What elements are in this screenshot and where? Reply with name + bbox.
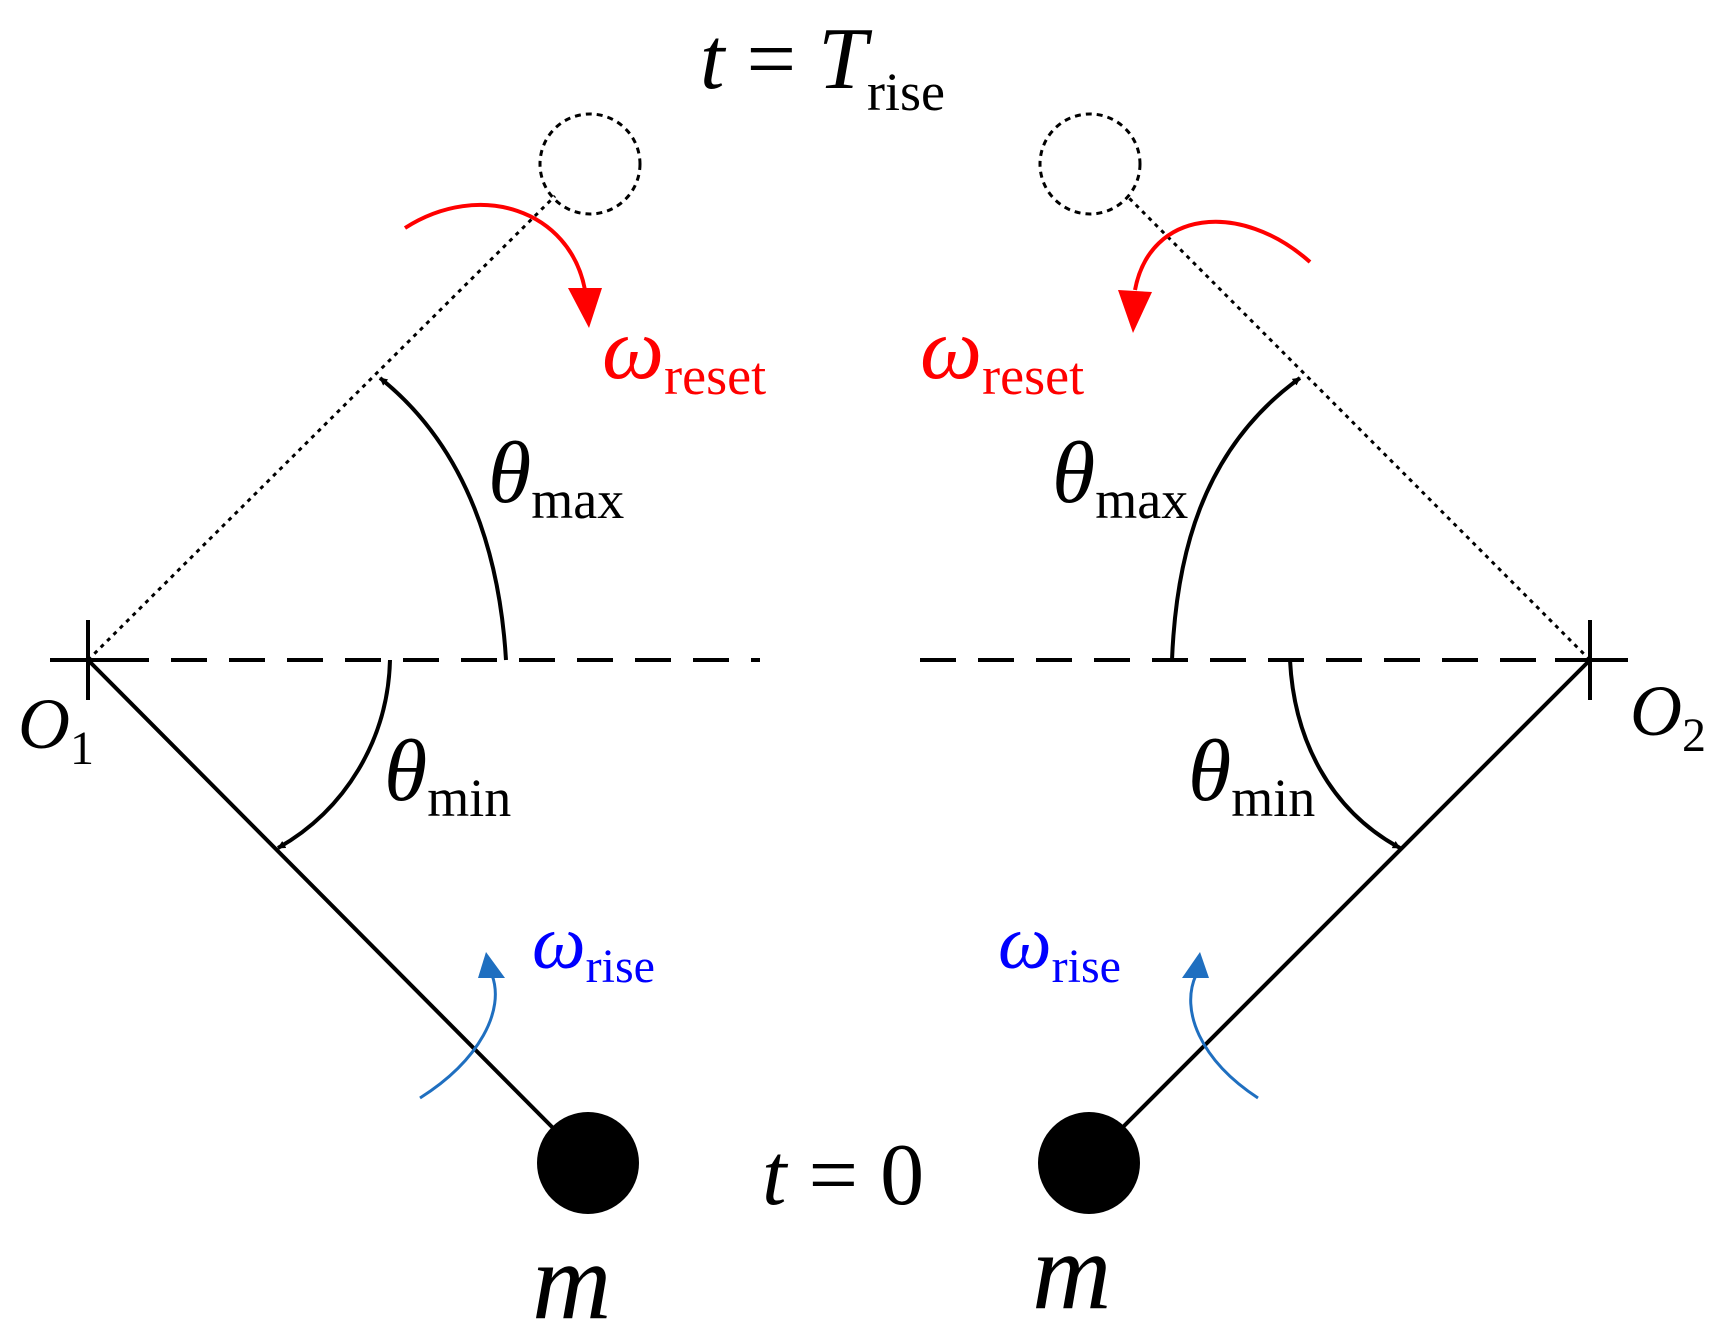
omega-reset-label-right: ωreset — [920, 301, 1084, 406]
theta-min-arc-right — [1288, 659, 1401, 850]
theta-min-label-left: θmin — [384, 723, 511, 828]
mass-label-right: m — [1032, 1210, 1111, 1332]
omega-reset-arrow-left — [403, 203, 587, 291]
omega-rise-arrowhead-left — [478, 952, 505, 978]
omega-rise-label-right: ωrise — [998, 901, 1121, 993]
omega-rise-arrowhead-right — [1182, 952, 1209, 978]
rod-left-raised — [86, 194, 557, 662]
omega-rise-label-left: ωrise — [532, 901, 655, 993]
theta-max-arc-right — [1170, 376, 1302, 661]
mass-left-initial — [537, 1112, 639, 1214]
rod-left-initial — [86, 658, 562, 1137]
theta-max-label-left: θmax — [488, 425, 624, 530]
omega-reset-arrowhead-right — [1118, 290, 1152, 333]
pivot-o2-marker — [1555, 620, 1628, 700]
time-label-bottom: t = 0 — [762, 1127, 924, 1224]
omega-reset-arrowhead-left — [568, 288, 602, 328]
omega-reset-label-left: ωreset — [602, 301, 766, 406]
theta-max-label-right: θmax — [1052, 425, 1188, 530]
mass-label-left: m — [532, 1220, 611, 1338]
theta-min-label-right: θmin — [1188, 723, 1315, 828]
omega-reset-arrow-right — [1133, 219, 1312, 291]
pivot-o2-label: O2 — [1630, 671, 1706, 762]
pivot-o1-label: O1 — [18, 684, 94, 775]
theta-max-arc-left — [378, 376, 508, 661]
rod-right-initial — [1108, 658, 1592, 1142]
mass-left-raised — [538, 112, 642, 216]
mass-right-raised — [1038, 112, 1142, 216]
omega-rise-arrow-left — [419, 974, 497, 1100]
omega-rise-arrow-right — [1189, 974, 1259, 1100]
mass-right-initial — [1038, 1112, 1140, 1214]
theta-min-arc-left — [277, 659, 392, 850]
time-label-top: t = Trise — [700, 11, 945, 122]
rod-right-raised — [1125, 194, 1592, 662]
